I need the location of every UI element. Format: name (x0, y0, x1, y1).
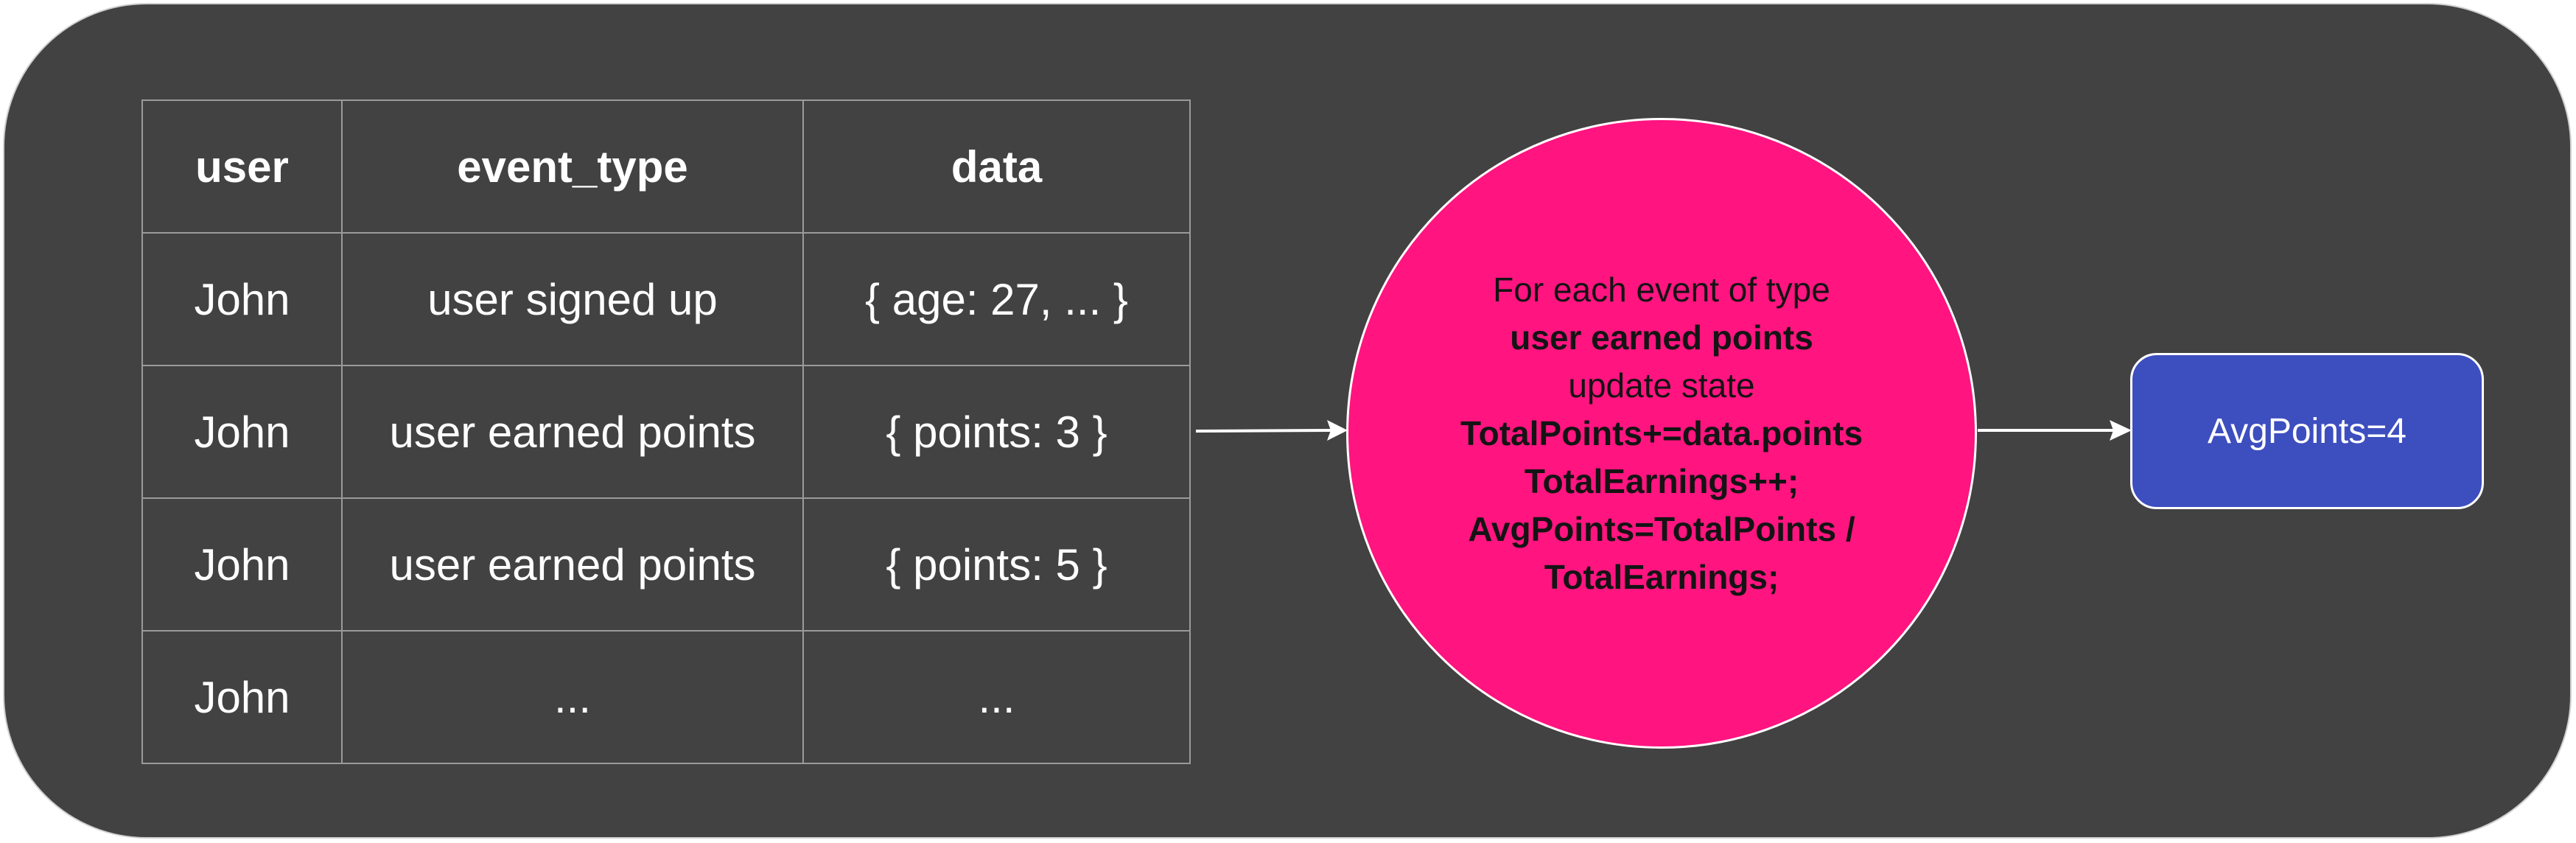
cell-data: ... (802, 630, 1191, 764)
cell-data: { age: 27, ... } (802, 232, 1191, 366)
cell-user: John (141, 365, 343, 499)
processor-line: TotalEarnings; (1544, 557, 1779, 596)
result-state-box: AvgPoints=4 (2130, 353, 2484, 509)
header-event-type: event_type (341, 99, 804, 234)
cell-event-type: user signed up (341, 232, 804, 366)
cell-event-type: user earned points (341, 497, 804, 632)
table-row: John user earned points { points: 5 } (141, 497, 1191, 632)
table-row: John ... ... (141, 630, 1191, 764)
table-row: John user earned points { points: 3 } (141, 365, 1191, 499)
result-label: AvgPoints=4 (2208, 411, 2407, 451)
cell-event-type: user earned points (341, 365, 804, 499)
header-user: user (141, 99, 343, 234)
processor-description: For each event of type user earned point… (1460, 266, 1863, 601)
processor-line: user earned points (1510, 318, 1813, 357)
cell-data: { points: 3 } (802, 365, 1191, 499)
state-processor-node: For each event of type user earned point… (1346, 118, 1977, 749)
header-data: data (802, 99, 1191, 234)
cell-event-type: ... (341, 630, 804, 764)
processor-line: TotalPoints+=data.points (1460, 413, 1863, 452)
cell-user: John (141, 232, 343, 366)
cell-data: { points: 5 } (802, 497, 1191, 632)
processor-line: update state (1568, 365, 1755, 405)
processor-line: TotalEarnings++; (1524, 461, 1799, 500)
cell-user: John (141, 497, 343, 632)
events-table: user event_type data John user signed up… (141, 99, 1191, 764)
table-row: John user signed up { age: 27, ... } (141, 232, 1191, 366)
table-header-row: user event_type data (141, 99, 1191, 234)
processor-line: AvgPoints=TotalPoints / (1468, 509, 1855, 548)
cell-user: John (141, 630, 343, 764)
processor-line: For each event of type (1493, 270, 1830, 309)
